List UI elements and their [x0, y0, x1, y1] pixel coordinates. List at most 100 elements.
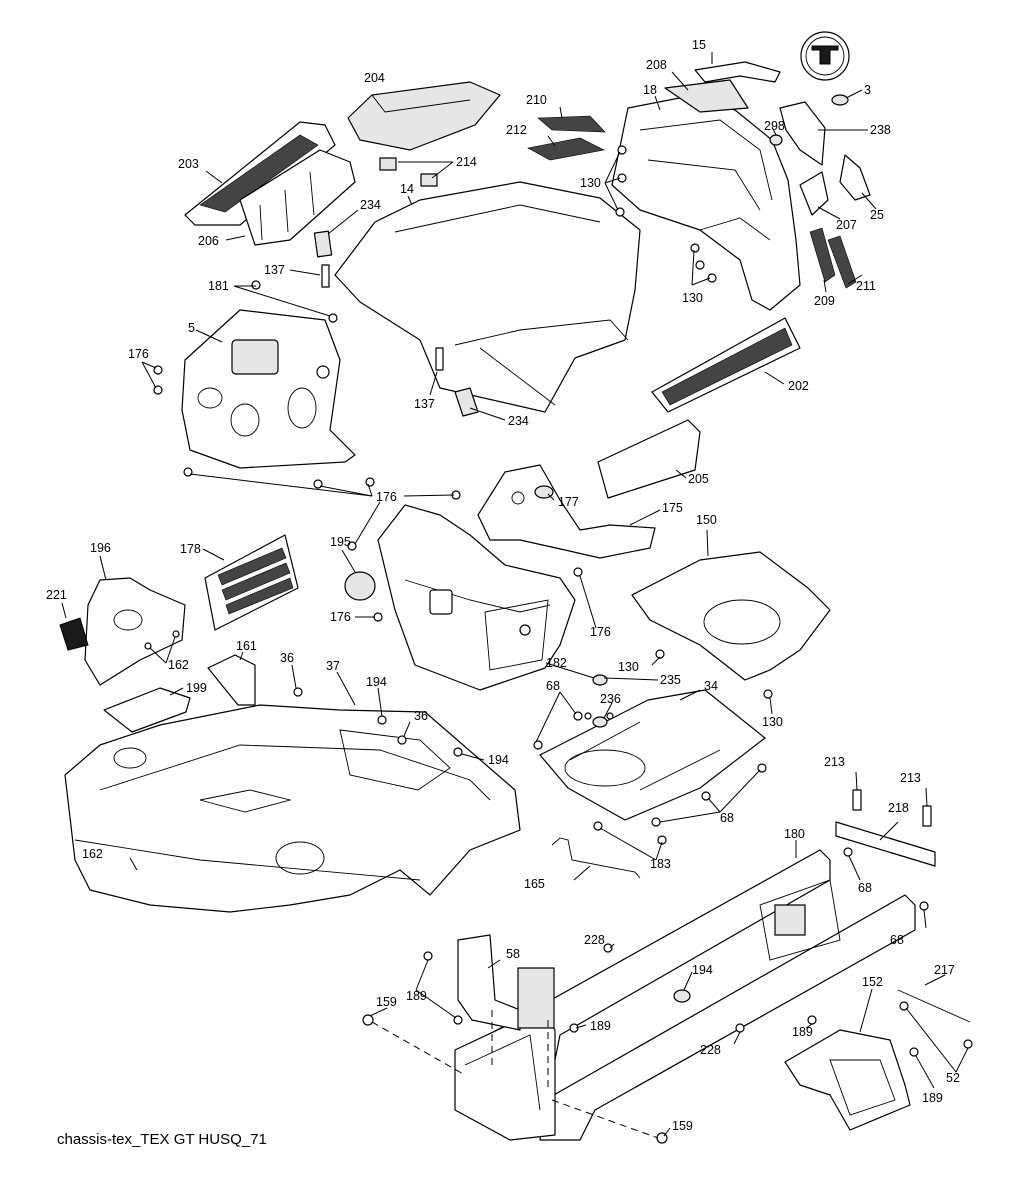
part-14-hood	[334, 181, 641, 413]
label-175: 175	[662, 501, 683, 515]
part-18-front-bumper	[611, 95, 801, 311]
label-234-a: 234	[360, 198, 381, 212]
label-203: 203	[178, 157, 199, 171]
label-14: 14	[400, 182, 414, 196]
label-176-b: 176	[376, 490, 397, 504]
label-189-d: 189	[922, 1091, 943, 1105]
part-228-bolts	[603, 943, 745, 1033]
label-159-a: 159	[376, 995, 397, 1009]
part-209-grille	[809, 227, 836, 283]
label-189-c: 189	[792, 1025, 813, 1039]
part-210-grille	[537, 115, 606, 133]
label-68-c: 68	[858, 881, 872, 895]
label-58: 58	[506, 947, 520, 961]
label-159-b: 159	[672, 1119, 693, 1133]
figure-caption: chassis-tex_TEX GT HUSQ_71	[57, 1131, 267, 1148]
label-218: 218	[888, 801, 909, 815]
label-228-a: 228	[584, 933, 605, 947]
part-221-label	[59, 617, 89, 651]
label-68-a: 68	[546, 679, 560, 693]
label-194-c: 194	[692, 963, 713, 977]
label-202: 202	[788, 379, 809, 393]
label-36-a: 36	[280, 651, 294, 665]
leader-lines	[61, 52, 969, 1137]
label-235: 235	[660, 673, 681, 687]
label-36-b: 36	[414, 709, 428, 723]
part-150-footrest	[631, 551, 831, 699]
label-213-b: 213	[900, 771, 921, 785]
label-176-a: 176	[128, 347, 149, 361]
label-165: 165	[524, 877, 545, 891]
label-209: 209	[814, 294, 835, 308]
label-207: 207	[836, 218, 857, 232]
label-199: 199	[186, 681, 207, 695]
label-212: 212	[506, 123, 527, 137]
label-178: 178	[180, 542, 201, 556]
label-234-b: 234	[508, 414, 529, 428]
assembly-dashed-lines	[371, 1010, 659, 1139]
label-3: 3	[864, 83, 871, 97]
part-218-bracket	[835, 821, 936, 867]
label-189-b: 189	[590, 1019, 611, 1033]
label-162-a: 162	[168, 658, 189, 672]
part-182-console	[377, 504, 576, 691]
label-25: 25	[870, 208, 884, 222]
part-238-lens	[779, 101, 826, 166]
label-68-b: 68	[720, 811, 734, 825]
part-152-guard	[784, 1029, 911, 1131]
label-238: 238	[870, 123, 891, 137]
label-130-d: 130	[762, 715, 783, 729]
part-161-handle	[207, 654, 256, 706]
label-217: 217	[934, 963, 955, 977]
label-150: 150	[696, 513, 717, 527]
part-number-labels: 15 208 18 3 238 298 204 210 212 214 203 …	[46, 38, 960, 1133]
label-211: 211	[856, 279, 876, 293]
label-130-b: 130	[682, 291, 703, 305]
part-195-cap	[344, 571, 376, 601]
label-34: 34	[704, 679, 718, 693]
label-183: 183	[650, 857, 671, 871]
label-137-b: 137	[414, 397, 435, 411]
label-176-d: 176	[590, 625, 611, 639]
label-228-b: 228	[700, 1043, 721, 1057]
part-36-bolts	[293, 687, 407, 745]
label-161: 161	[236, 639, 257, 653]
label-5: 5	[188, 321, 195, 335]
part-203-grille	[184, 121, 336, 226]
label-152: 152	[862, 975, 883, 989]
label-162-b: 162	[82, 847, 103, 861]
label-130-c: 130	[618, 660, 639, 674]
part-194-grommet-lower	[673, 989, 691, 1003]
label-206: 206	[198, 234, 219, 248]
label-194-b: 194	[488, 753, 509, 767]
part-206-bracket	[239, 149, 356, 246]
part-34-plate	[539, 689, 766, 821]
label-181: 181	[208, 279, 229, 293]
label-236: 236	[600, 692, 621, 706]
part-196-fuel-cover	[84, 577, 186, 686]
part-199-bracket	[103, 687, 191, 733]
part-211-grille	[827, 235, 857, 289]
label-182: 182	[546, 656, 567, 670]
label-195: 195	[330, 535, 351, 549]
part-205-panel	[597, 419, 701, 499]
label-52: 52	[946, 1071, 960, 1085]
label-205: 205	[688, 472, 709, 486]
label-37: 37	[326, 659, 340, 673]
part-217-rod	[897, 989, 971, 1023]
label-298: 298	[764, 119, 785, 133]
label-176-c: 176	[330, 610, 351, 624]
part-25-cover	[839, 154, 871, 201]
part-202-grille	[651, 317, 801, 413]
part-137-strip-mid	[435, 347, 444, 371]
part-212-grille	[527, 137, 605, 161]
label-189-a: 189	[406, 989, 427, 1003]
part-235-bushings	[592, 674, 608, 728]
part-189-bolts	[423, 951, 919, 1057]
label-130-a: 130	[580, 176, 601, 190]
part-137-strip-top	[321, 264, 330, 288]
label-68-d: 68	[890, 933, 904, 947]
label-196: 196	[90, 541, 111, 555]
part-204-panel	[347, 81, 501, 151]
